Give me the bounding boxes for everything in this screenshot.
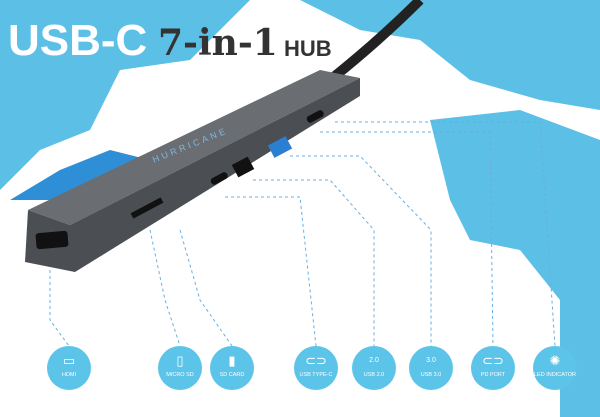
feature-usb-type-c: ⊂⊃USB TYPE-C [294,346,338,390]
cable [326,0,424,84]
title-7-in-1: 7-in-1 [158,22,278,64]
usb-c-icon: ⊂⊃ [305,353,327,368]
usbc-port [210,172,228,185]
hub-top [28,70,360,225]
usb-2-icon: 2.0 [369,357,379,364]
feature-pd-port: ⊂⊃PD PORT [471,346,515,390]
callout-lines [49,121,556,347]
usb-3-icon: 3.0 [426,357,436,364]
map-shape-top [300,0,600,110]
sd-card-icon: ▮ [228,353,236,368]
hub-front [25,78,360,272]
feature-micro-sd: ▯MICRO SD [158,346,202,390]
map-shape-left [0,0,250,190]
feature-led-indicator: ✺LED INDICATOR [533,346,577,390]
feature-hdmi: ▭HDMI [47,346,91,390]
title-usb-c: USB-C [8,16,148,65]
micro-sd-icon: ▯ [176,353,184,368]
sd-slot [130,197,164,219]
hdmi-port-icon: ▭ [62,353,76,368]
usb2-port [231,156,255,178]
led-icon: ✺ [549,353,561,368]
title-hub: HUB [284,36,332,61]
hdmi-port [35,230,69,250]
map-shape-right [430,110,600,417]
usb3-port [267,136,293,158]
feature-sd-card: ▮SD CARD [210,346,254,390]
pd-port-icon: ⊂⊃ [482,353,504,368]
pd-port [306,110,324,123]
